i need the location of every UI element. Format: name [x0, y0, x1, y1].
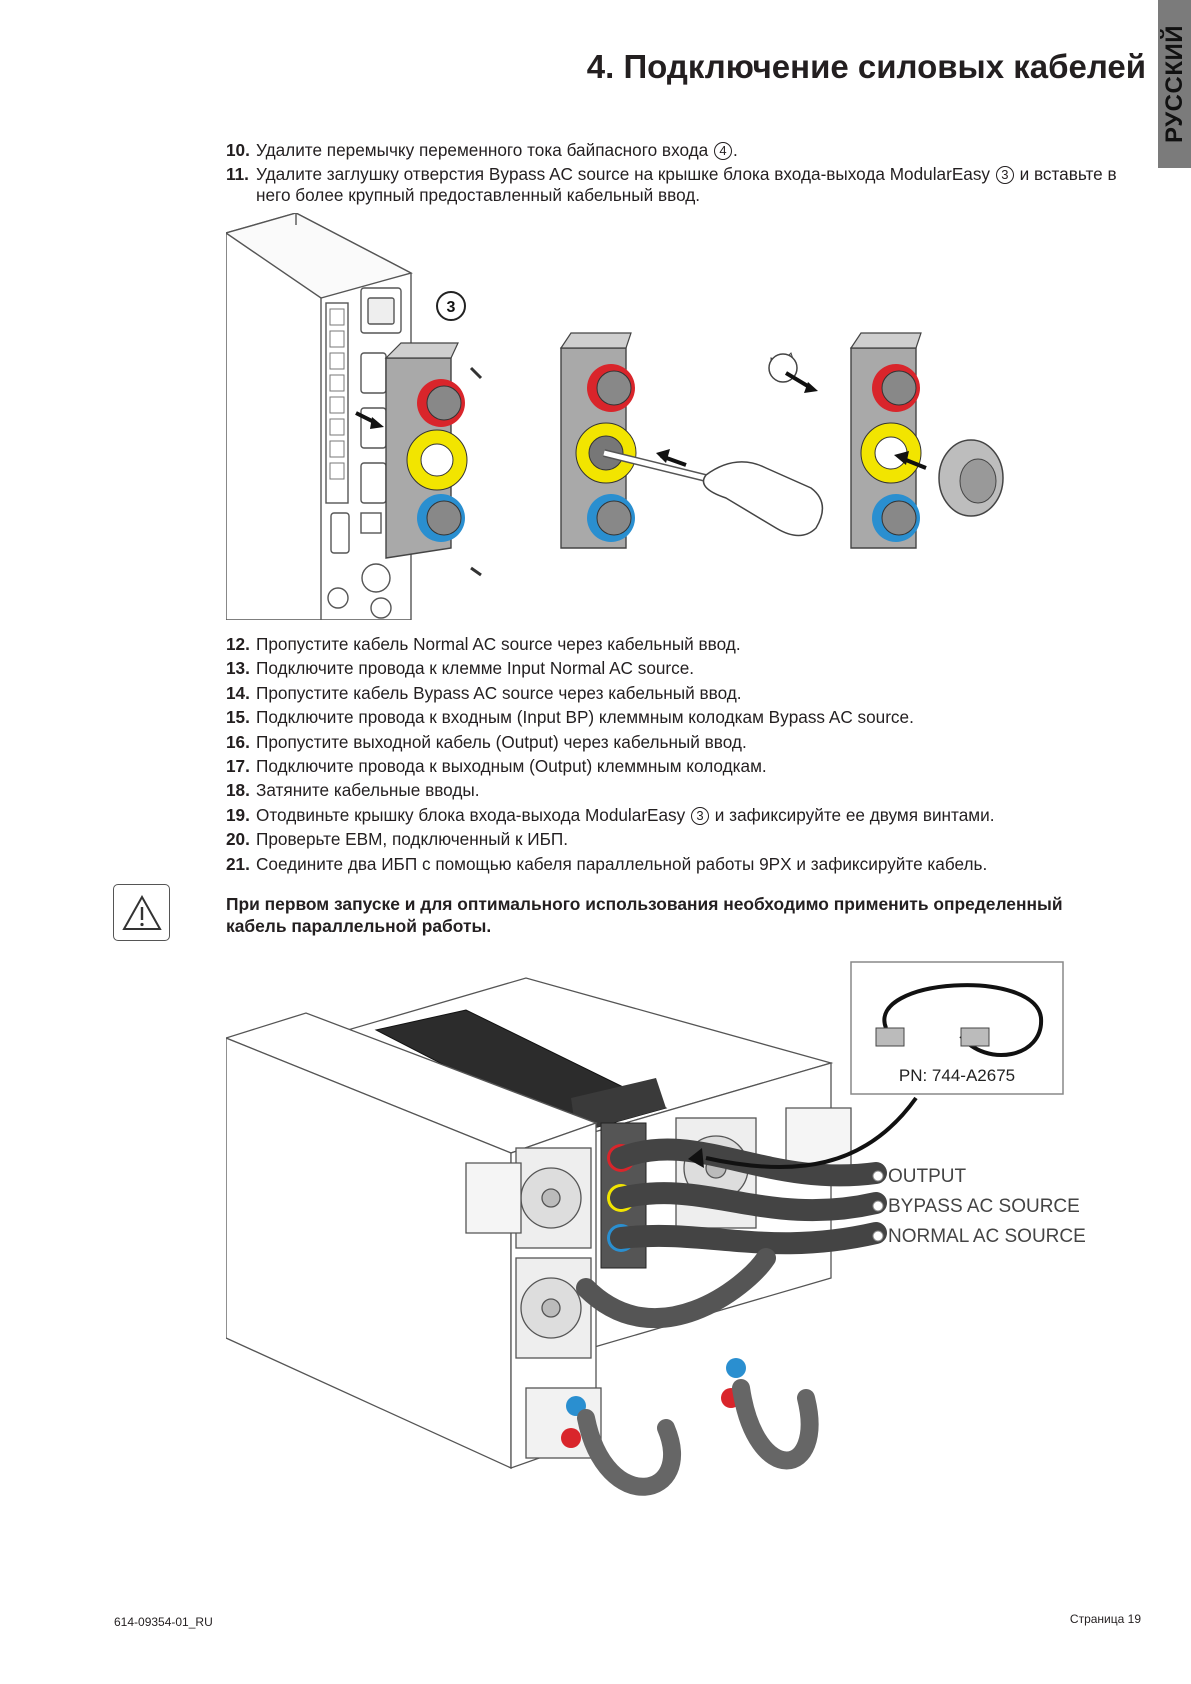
step-number: 11. [226, 164, 249, 184]
step-item: 12. Пропустите кабель Normal AC source че… [226, 634, 1146, 655]
step-text-after: и зафиксируйте ее двумя винтами. [710, 804, 995, 825]
step-number: 17. [226, 755, 250, 776]
step-item: 19. Отодвиньте крышку блока входа-выхода … [226, 805, 1146, 826]
step-text: Удалите заглушку отверстия Bypass AC sou… [256, 164, 991, 184]
callout-marker: 3 [691, 806, 710, 825]
step-number: 13. [226, 658, 250, 679]
step-text: Пропустите кабель Normal AC source через… [256, 634, 741, 654]
step-text: Пропустите выходной кабель (Output) чере… [256, 731, 747, 752]
step-text-after: . [733, 140, 738, 160]
step-item: 10. Удалите перемычку переменного тока б… [226, 140, 1146, 161]
step-number: 19. [226, 804, 250, 825]
step-number: 18. [226, 780, 250, 801]
callout-marker: 3 [995, 166, 1014, 184]
step-number: 21. [226, 853, 250, 874]
part-number-label: PN: 744-A2675 [899, 1066, 1015, 1085]
step-text: Удалите перемычку переменного тока байпа… [256, 140, 709, 160]
cover-removal-illustration: 3 [224, 212, 1026, 621]
step-item: 13. Подключите провода к клемме Input Nor… [226, 658, 1146, 679]
step-number: 10. [226, 140, 250, 160]
page-title: 4. Подключение силовых кабелей [586, 48, 1146, 85]
warning-text: При первом запуске и для оптимального ис… [226, 894, 1063, 936]
language-tab: РУССКИЙ [1158, 0, 1191, 168]
step-text: Подключите провода к клемме Input Normal… [256, 658, 695, 679]
step-item: 15. Подключите провода к входным (Input B… [226, 707, 1146, 728]
power-cables [576, 1138, 887, 1496]
step-text: Подключите провода к выходным (Output) к… [256, 755, 767, 776]
step-item: 17. Подключите провода к выходным (Output… [226, 756, 1146, 777]
step-text: Проверьте EBM, подключенный к ИБП. [256, 829, 569, 850]
steps-list-bottom: 12. Пропустите кабель Normal AC source че… [226, 634, 1146, 878]
step-item: 11. Удалите заглушку отверстия Bypass AC… [226, 164, 1146, 206]
page-number: Страница 19 [1069, 1612, 1141, 1626]
cable-label-normal: NORMAL AC SOURCE [888, 1226, 1086, 1247]
step-number: 14. [226, 682, 250, 703]
warning-triangle-icon [121, 894, 162, 930]
step-text-after: и вставьте в него более крупный предоста… [256, 164, 1117, 205]
io-box-panel-2 [559, 332, 824, 549]
step-number: 16. [226, 731, 250, 752]
step-item: 18. Затяните кабельные вводы. [226, 780, 1146, 801]
step-number: 12. [226, 634, 250, 654]
step-text: Пропустите кабель Bypass AC source через… [256, 682, 742, 703]
step-text: Отодвиньте крышку блока входа-выхода Mod… [256, 804, 686, 825]
step-text: Затяните кабельные вводы. [256, 780, 480, 801]
ups-chassis-drawing [224, 212, 413, 621]
io-box-panel-3 [768, 332, 1004, 549]
document-code: 614-09354-01_RU [114, 1615, 213, 1629]
step-item: 14. Пропустите кабель Bypass AC source че… [226, 683, 1146, 704]
step-text: Соедините два ИБП с помощью кабеля парал… [256, 853, 988, 874]
step-item: 16. Пропустите выходной кабель (Output) ч… [226, 732, 1146, 753]
step-item: 21. Соедините два ИБП с помощью кабеля па… [226, 854, 1146, 875]
language-tab-label: РУССКИЙ [1160, 25, 1188, 143]
warning-box [113, 884, 170, 941]
step-number: 20. [226, 829, 250, 850]
ups-unit-front [224, 1012, 602, 1470]
step-text: Подключите провода к входным (Input BP) … [256, 707, 914, 728]
cable-label-bypass: BYPASS AC SOURCE [888, 1196, 1080, 1217]
step-item: 20. Проверьте EBM, подключенный к ИБП. [226, 829, 1146, 850]
figure-callout: 3 [447, 299, 456, 316]
step-number: 15. [226, 707, 250, 728]
cable-label-output: OUTPUT [888, 1166, 967, 1187]
callout-marker: 4 [714, 142, 733, 160]
io-box-panel-1 [355, 342, 483, 577]
steps-list-top: 10. Удалите перемычку переменного тока б… [226, 140, 1146, 209]
parallel-ups-illustration: PN: 744-A2675 OUTPUT BYPASS AC SOURCE NO… [224, 958, 1106, 1513]
